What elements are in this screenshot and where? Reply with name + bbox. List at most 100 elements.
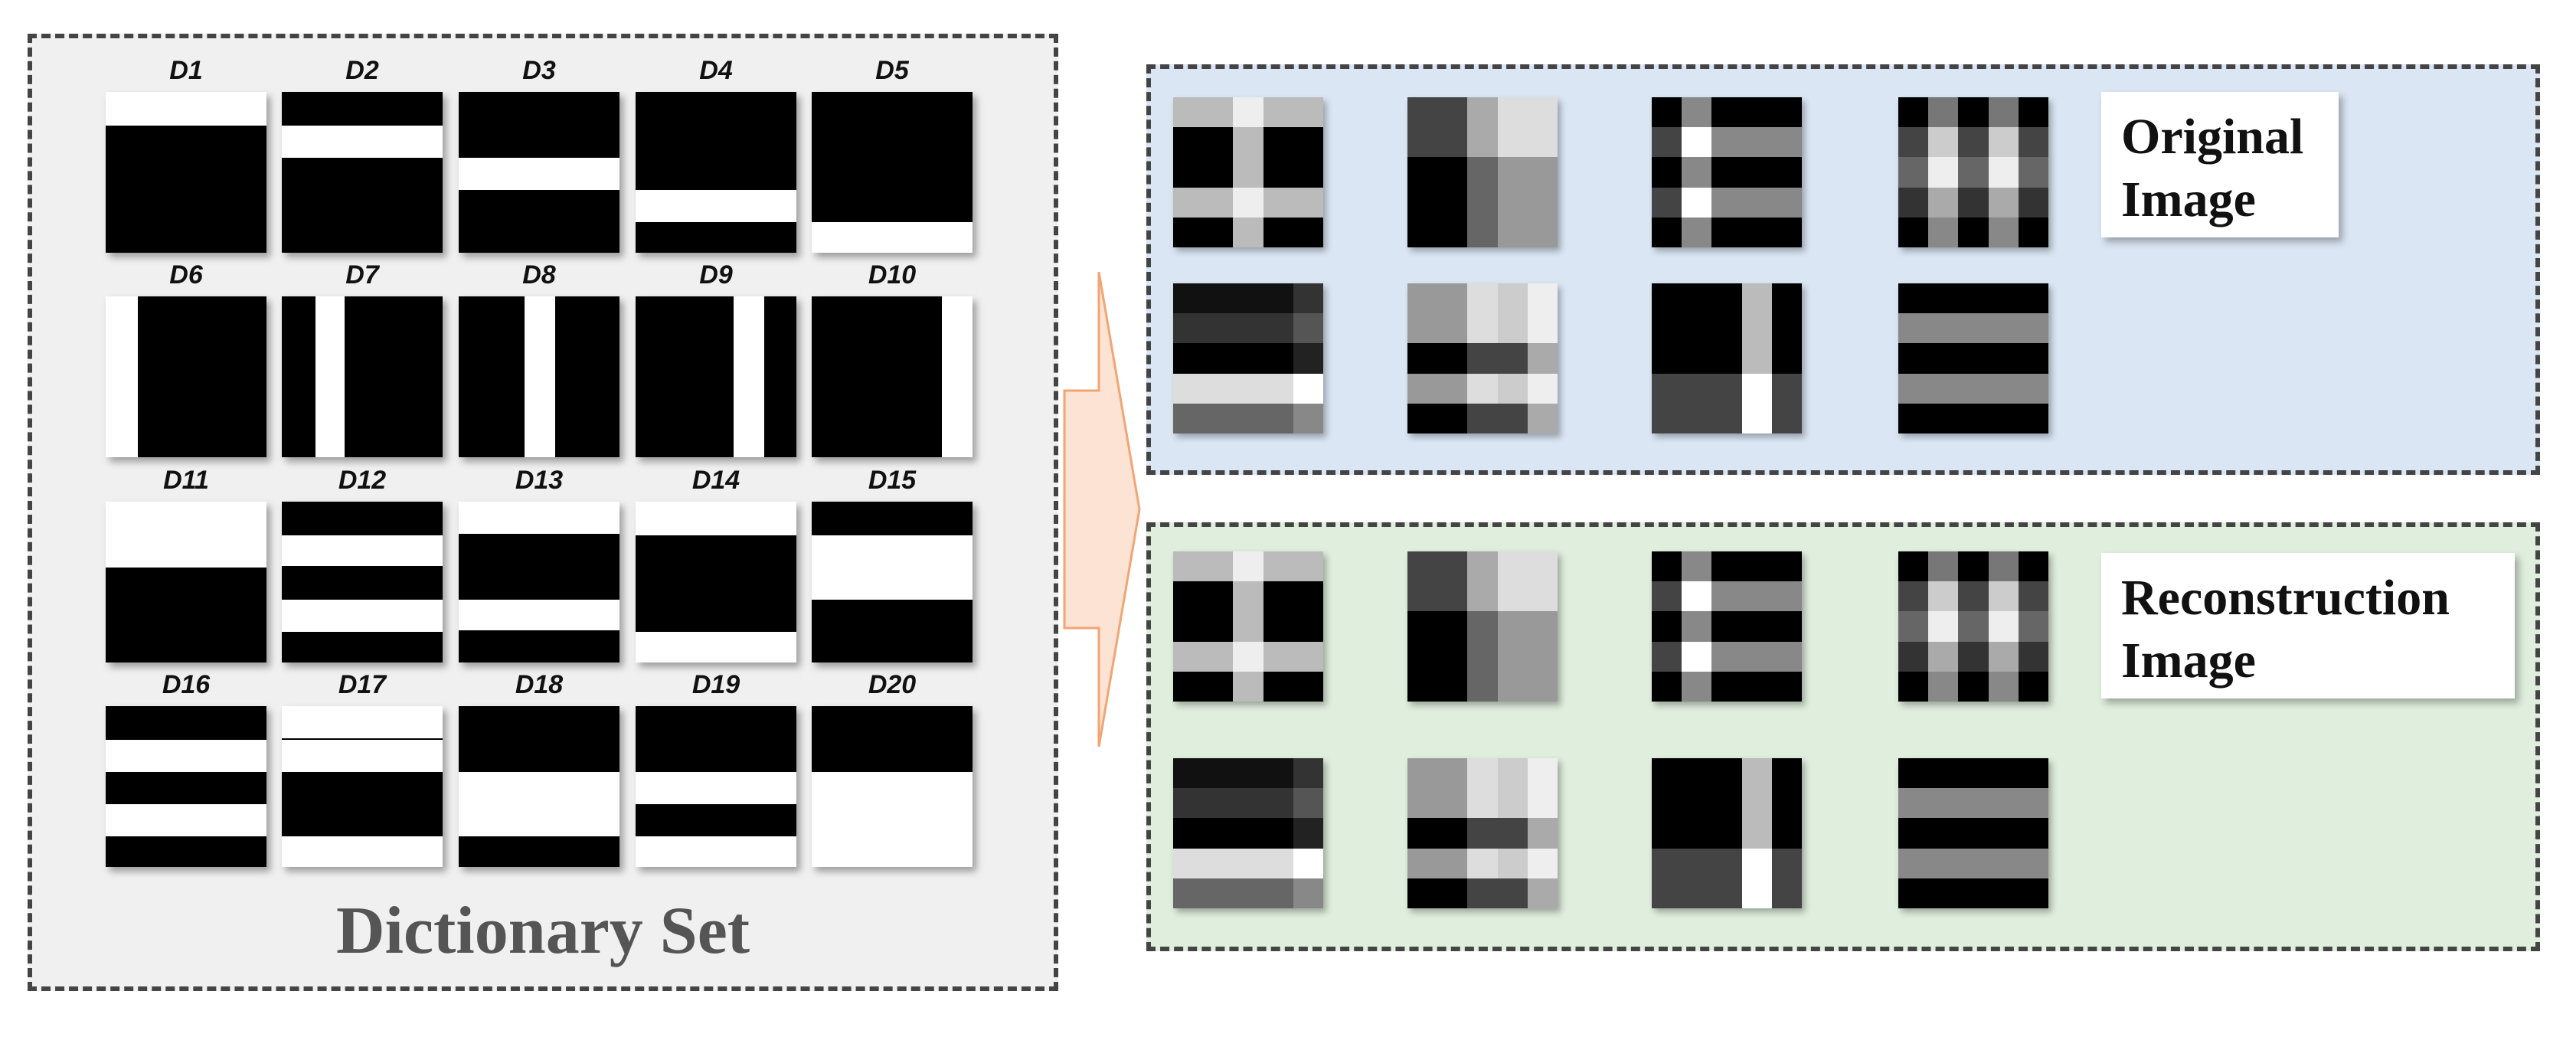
reconstruction-patch-8 [1898,758,2048,908]
patch-cell [1263,283,1294,314]
reconstruction-caption-line2: Image [2121,633,2256,689]
patch-cell [1497,611,1528,643]
patch-cell [1407,313,1438,344]
atom-tile-d14 [636,502,796,662]
patch-cell [1173,788,1204,819]
atom-label-d5: D5 [875,56,909,85]
patch-cell [1467,581,1499,612]
patch-cell [1898,641,1929,672]
patch-cell [1293,217,1323,247]
patch-cell [1497,283,1528,314]
patch-cell [1203,878,1234,908]
atom-band [106,804,266,837]
patch-cell [1771,581,1802,612]
atom-label-d10: D10 [868,260,917,290]
patch-cell [1173,343,1204,375]
patch-cell [1958,878,1989,908]
patch-cell [1467,641,1499,672]
patch-cell [1771,641,1802,672]
patch-cell [2018,283,2048,314]
atom-band [636,836,796,867]
patch-cell [1682,97,1712,128]
patch-cell [1771,848,1802,879]
reconstruction-patch-7 [1652,758,1802,908]
patch-cell [1741,157,1773,188]
patch-cell [2018,127,2048,158]
patch-cell [1682,581,1712,612]
patch-cell [1497,403,1528,433]
patch-cell [1958,187,1989,218]
atom-band [282,706,443,738]
patch-cell [1467,97,1499,128]
patch-cell [1711,127,1743,158]
patch-cell [1527,403,1558,433]
patch-cell [1771,758,1802,789]
patch-cell [2018,788,2048,819]
patch-cell [1497,97,1528,128]
patch-cell [1958,403,1989,433]
patch-cell [1652,818,1682,849]
patch-cell [2018,848,2048,879]
patch-cell [1741,283,1773,314]
patch-cell [1407,581,1438,612]
original-image-caption: Original Image [2101,92,2339,237]
atom-label-d9: D9 [699,260,733,290]
patch-cell [1293,611,1323,643]
patch-cell [1497,818,1528,849]
patch-cell [1173,878,1204,908]
patch-cell [1437,641,1468,672]
patch-cell [1652,313,1682,344]
atom-label-d19: D19 [691,670,740,699]
patch-cell [1741,343,1773,375]
atom-band [636,632,796,662]
patch-cell [1527,217,1558,247]
patch-cell [1741,848,1773,879]
patch-cell [1898,788,1929,819]
patch-cell [1497,788,1528,819]
patch-cell [1928,343,1959,375]
right-arrow-icon [1063,272,1141,747]
patch-cell [1741,127,1773,158]
patch-cell [1467,848,1499,879]
patch-cell [1263,313,1294,344]
patch-cell [1467,127,1499,158]
patch-cell [1741,758,1773,789]
patch-cell [1527,313,1558,344]
reconstruction-caption-line1: Reconstruction [2121,570,2450,626]
patch-cell [1682,283,1712,314]
patch-cell [1958,581,1989,612]
patch-cell [1928,611,1959,643]
patch-cell [2018,373,2048,404]
patch-cell [1652,551,1682,582]
patch-cell [1407,671,1438,702]
patch-cell [1233,611,1264,643]
patch-cell [1711,373,1743,404]
patch-cell [1173,758,1204,789]
patch-cell [1203,217,1234,247]
patch-cell [1437,313,1468,344]
patch-cell [1437,878,1468,908]
patch-cell [1711,157,1743,188]
patch-cell [1652,581,1682,612]
patch-cell [1467,788,1499,819]
reconstruction-patch-5 [1173,758,1323,908]
patch-cell [1263,97,1294,128]
patch-cell [1988,403,2019,433]
atom-label-d1: D1 [169,56,203,85]
patch-cell [1497,758,1528,789]
patch-cell [1293,758,1323,789]
patch-cell [1173,403,1204,433]
patch-cell [1958,848,1989,879]
patch-cell [1437,127,1468,158]
patch-cell [1437,97,1468,128]
original-patch-5 [1173,283,1323,433]
patch-cell [1711,788,1743,819]
atom-band [315,296,345,457]
patch-cell [1928,403,1959,433]
patch-cell [1898,611,1929,643]
patch-cell [1958,97,1989,128]
patch-cell [1497,157,1528,188]
patch-cell [1711,343,1743,375]
patch-cell [1988,187,2019,218]
patch-cell [1898,313,1929,344]
